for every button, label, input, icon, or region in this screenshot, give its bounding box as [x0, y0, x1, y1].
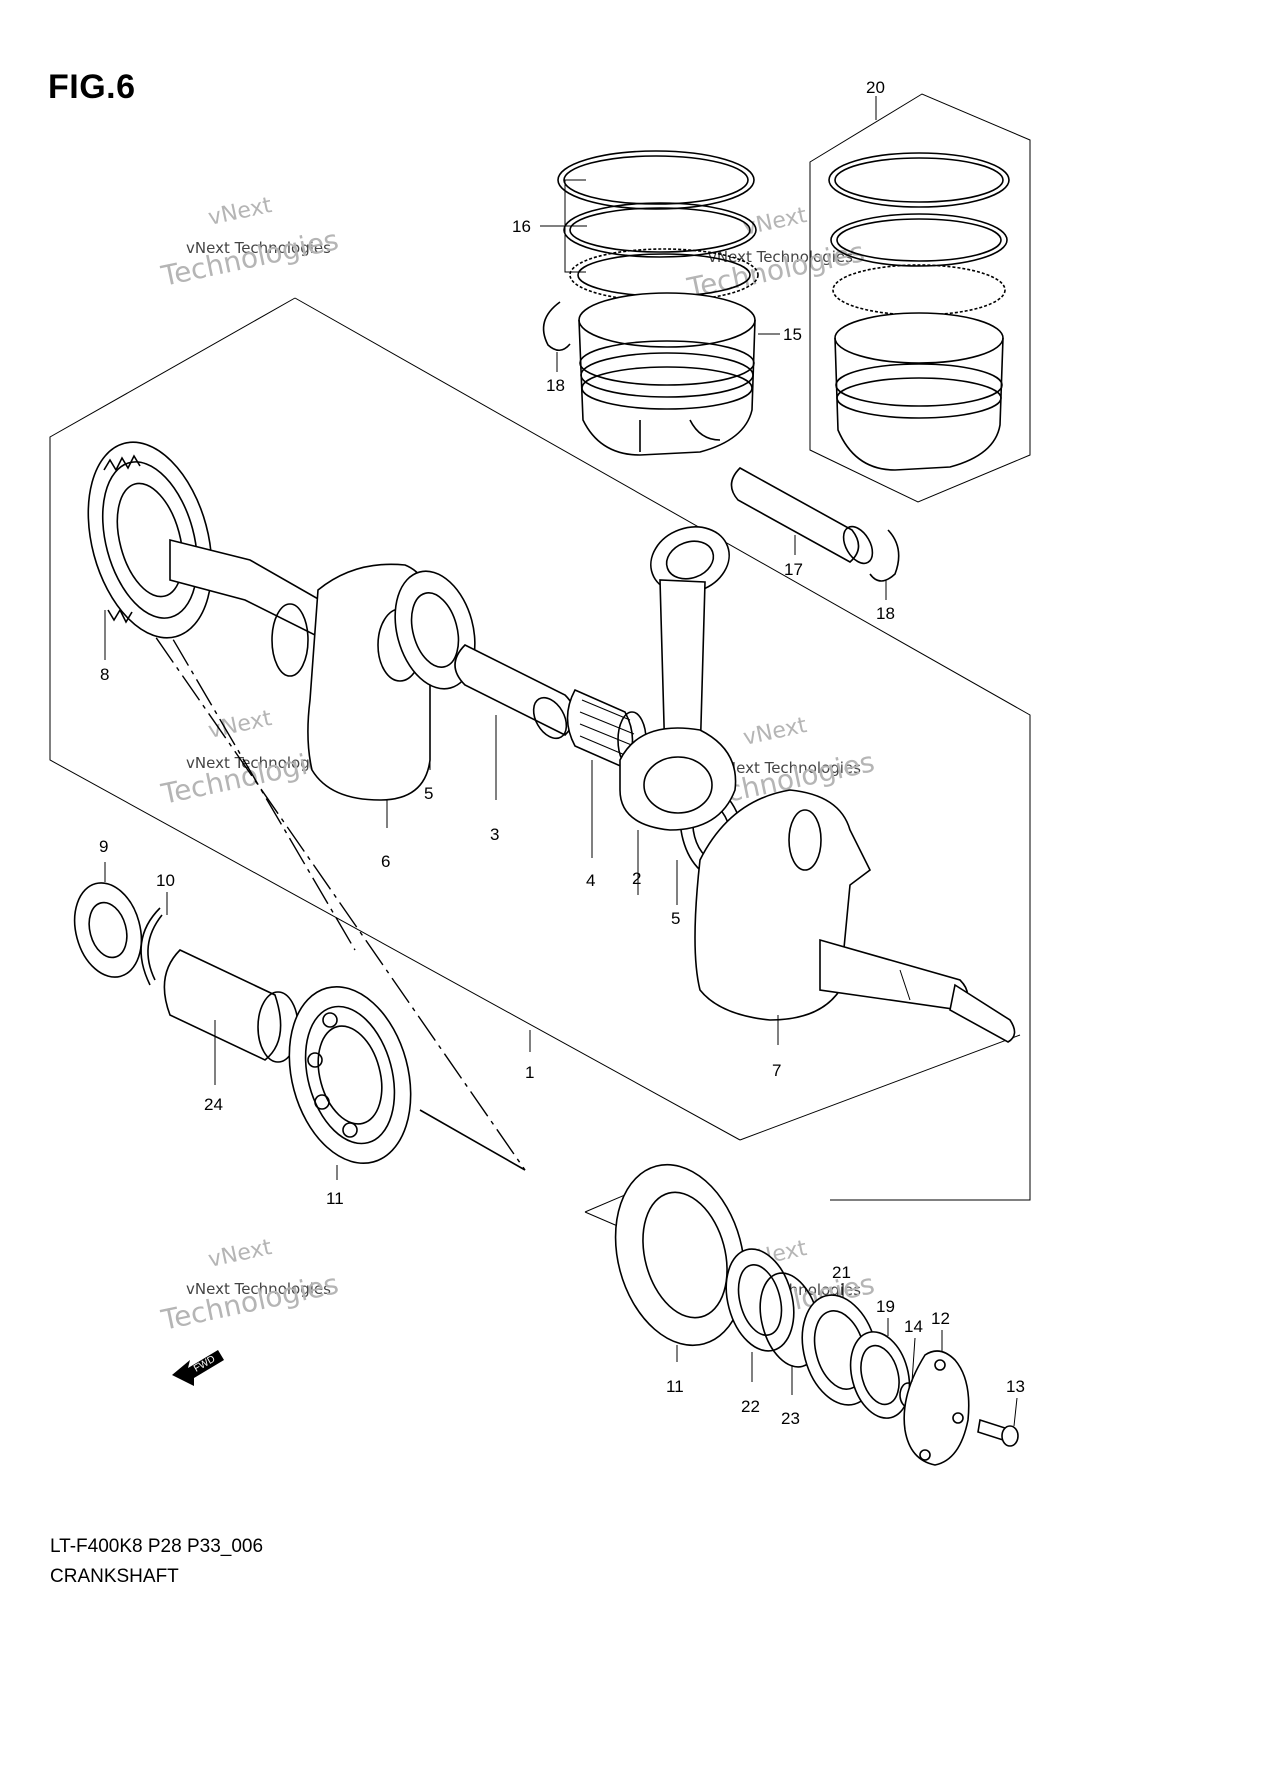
- callout-number: 11: [666, 1377, 684, 1396]
- callout-number: 12: [931, 1309, 950, 1328]
- retainer-screw: [977, 1418, 1019, 1447]
- callout-number: 9: [99, 837, 108, 856]
- callout-3: 3: [490, 715, 499, 844]
- piston-pin: [730, 467, 874, 565]
- crankshaft-assembly-outline: [49, 297, 1031, 1201]
- watermark-line3: Technologies: [158, 223, 342, 293]
- callout-17: 17: [784, 535, 803, 579]
- seal-washer: [849, 1331, 911, 1419]
- watermark-line1: vNext: [206, 193, 274, 231]
- figure-title: FIG.6: [48, 68, 136, 106]
- callout-21: 21: [832, 1263, 851, 1298]
- callout-4: 4: [586, 760, 595, 890]
- primary-drive-gear: [87, 441, 213, 639]
- callout-8: 8: [100, 610, 109, 684]
- callout-number: 7: [772, 1061, 781, 1080]
- crank-dashed-guides: [129, 599, 526, 1171]
- callout-number: 18: [876, 604, 895, 623]
- crankshaft-bearing-upper: [288, 985, 412, 1165]
- callout-number: 6: [381, 852, 390, 871]
- callout-11-upper: 11: [326, 1165, 344, 1208]
- caption-part-name: CRANKSHAFT: [50, 1566, 179, 1587]
- watermark-line2: vNext Technologies: [186, 754, 331, 772]
- callout-number: 5: [671, 909, 680, 928]
- callout-18-upper: 18: [546, 352, 565, 395]
- crankshaft-right: [694, 789, 1016, 1043]
- piston-pin-circlip-lower: [869, 529, 900, 582]
- callout-2: 2: [632, 830, 641, 895]
- callout-number: 8: [100, 665, 109, 684]
- callout-number: 1: [525, 1063, 534, 1082]
- callout-number: 23: [781, 1409, 800, 1428]
- crank-pin: [454, 644, 576, 740]
- watermark-bottom-left: vNext vNext Technologies Technologies: [158, 1235, 342, 1337]
- callout-24: 24: [204, 1020, 223, 1114]
- callout-14: 14: [904, 1317, 923, 1383]
- caption-model-code: LT-F400K8 P28 P33_006: [50, 1536, 264, 1557]
- circlip: [140, 907, 163, 986]
- callout-number: 18: [546, 376, 565, 395]
- ball-bearing-small: [73, 882, 143, 978]
- fwd-arrow-icon: FWD: [172, 1350, 224, 1386]
- callout-1: 1: [525, 1030, 534, 1082]
- callout-19: 19: [876, 1297, 895, 1336]
- piston-pin-circlip-upper: [542, 301, 571, 352]
- callout-number: 13: [1006, 1377, 1025, 1396]
- callout-22: 22: [741, 1352, 760, 1416]
- callout-number: 17: [784, 560, 803, 579]
- piston-set-assembly: [828, 152, 1010, 471]
- callout-16: 16: [512, 179, 587, 273]
- callout-5-left: 5: [424, 690, 433, 803]
- callout-5-right: 5: [671, 860, 680, 928]
- callout-18-lower: 18: [876, 580, 895, 623]
- callout-23: 23: [781, 1365, 800, 1428]
- callout-number: 10: [156, 871, 175, 890]
- callout-11-lower: 11: [666, 1345, 684, 1396]
- callout-number: 22: [741, 1397, 760, 1416]
- callout-number: 24: [204, 1095, 223, 1114]
- callout-20: 20: [866, 78, 885, 120]
- callout-number: 2: [632, 869, 641, 888]
- watermark-line1: vNext: [206, 1235, 274, 1273]
- callout-number: 15: [783, 325, 802, 344]
- piston-set-outline: [809, 93, 1031, 503]
- watermark-line2: vNext Technologies: [186, 1280, 331, 1298]
- watermark-line2: vNext Technologies: [186, 239, 331, 257]
- callout-number: 14: [904, 1317, 923, 1336]
- spacer-sleeve: [163, 949, 299, 1063]
- callout-15: 15: [758, 325, 802, 344]
- callout-13: 13: [1006, 1377, 1025, 1427]
- callout-number: 16: [512, 217, 531, 236]
- crankshaft-bearing-lower: [614, 1163, 746, 1347]
- callout-10: 10: [156, 871, 175, 915]
- callout-number: 19: [876, 1297, 895, 1316]
- callout-12: 12: [931, 1309, 950, 1352]
- watermark-line2: vNext Technologies: [716, 759, 861, 777]
- watermark-top-left: vNext vNext Technologies Technologies: [158, 193, 342, 293]
- watermark-line1: vNext: [741, 713, 809, 751]
- callout-number: 21: [832, 1263, 851, 1282]
- callout-9: 9: [99, 837, 108, 882]
- watermark-top-right: vNext vNext Technologies Technologies: [684, 203, 868, 305]
- seal-retainer-plate: [903, 1350, 970, 1466]
- callout-6: 6: [381, 800, 390, 871]
- connecting-rod: [619, 526, 737, 831]
- piston: [578, 292, 756, 456]
- callout-number: 5: [424, 784, 433, 803]
- callout-number: 3: [490, 825, 499, 844]
- callout-number: 11: [326, 1189, 344, 1208]
- callout-number: 20: [866, 78, 885, 97]
- watermark-line3: Technologies: [158, 1267, 342, 1337]
- callout-number: 4: [586, 871, 595, 890]
- callout-7: 7: [772, 1015, 781, 1080]
